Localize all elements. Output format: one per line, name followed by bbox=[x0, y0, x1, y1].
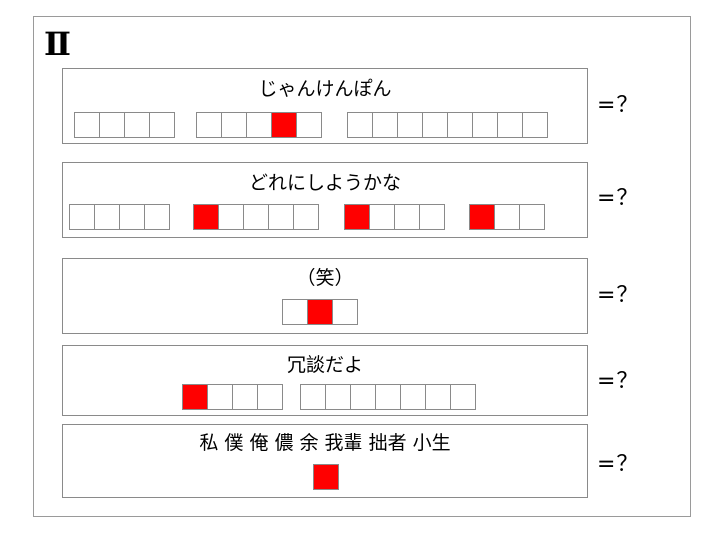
letter-box bbox=[472, 112, 498, 138]
puzzle-panel: （笑） bbox=[62, 258, 588, 334]
letter-box bbox=[332, 299, 358, 325]
letter-box bbox=[450, 384, 476, 410]
letter-box bbox=[300, 384, 326, 410]
answer-placeholder: =？ bbox=[597, 369, 640, 394]
letter-box bbox=[69, 204, 95, 230]
letter-box bbox=[232, 384, 258, 410]
letter-box bbox=[400, 384, 426, 410]
highlighted-box bbox=[193, 204, 219, 230]
box-row bbox=[63, 384, 587, 410]
box-group bbox=[313, 464, 339, 490]
letter-box bbox=[144, 204, 170, 230]
box-row bbox=[63, 464, 587, 490]
letter-box bbox=[447, 112, 473, 138]
letter-box bbox=[257, 384, 283, 410]
box-group bbox=[182, 384, 283, 410]
puzzle-phrase: 冗談だよ bbox=[286, 354, 363, 376]
puzzle-panel: どれにしようかな bbox=[62, 162, 588, 238]
letter-box bbox=[268, 204, 294, 230]
letter-box bbox=[375, 384, 401, 410]
letter-box bbox=[497, 112, 523, 138]
box-row bbox=[63, 299, 587, 325]
letter-box bbox=[325, 384, 351, 410]
letter-box bbox=[246, 112, 272, 138]
letter-box bbox=[394, 204, 420, 230]
box-group bbox=[469, 204, 545, 230]
letter-box bbox=[369, 204, 395, 230]
answer-placeholder: =？ bbox=[597, 93, 640, 118]
letter-box bbox=[124, 112, 150, 138]
answer-placeholder: =？ bbox=[597, 283, 640, 308]
letter-box bbox=[94, 204, 120, 230]
puzzle-panel: じゃんけんぽん bbox=[62, 68, 588, 144]
letter-box bbox=[196, 112, 222, 138]
letter-box bbox=[296, 112, 322, 138]
letter-box bbox=[207, 384, 233, 410]
box-group bbox=[69, 204, 170, 230]
box-row bbox=[63, 112, 587, 138]
box-group bbox=[347, 112, 548, 138]
highlighted-box bbox=[469, 204, 495, 230]
highlighted-box bbox=[313, 464, 339, 490]
letter-box bbox=[221, 112, 247, 138]
letter-box bbox=[243, 204, 269, 230]
box-group bbox=[74, 112, 175, 138]
highlighted-box bbox=[271, 112, 297, 138]
box-group bbox=[282, 299, 358, 325]
letter-box bbox=[494, 204, 520, 230]
puzzle-phrase: （笑） bbox=[296, 267, 354, 289]
box-group bbox=[300, 384, 476, 410]
letter-box bbox=[397, 112, 423, 138]
puzzle-phrase: じゃんけんぽん bbox=[258, 78, 392, 100]
puzzle-phrase: 私 僕 俺 儂 余 我輩 拙者 小生 bbox=[199, 432, 451, 454]
box-group bbox=[344, 204, 445, 230]
letter-box bbox=[519, 204, 545, 230]
section-numeral: Ⅱ bbox=[44, 25, 71, 63]
letter-box bbox=[293, 204, 319, 230]
puzzle-panel: 私 僕 俺 儂 余 我輩 拙者 小生 bbox=[62, 424, 588, 498]
letter-box bbox=[372, 112, 398, 138]
answer-placeholder: =？ bbox=[597, 452, 640, 477]
letter-box bbox=[149, 112, 175, 138]
letter-box bbox=[422, 112, 448, 138]
letter-box bbox=[282, 299, 308, 325]
puzzle-phrase: どれにしようかな bbox=[248, 172, 401, 194]
puzzle-panel: 冗談だよ bbox=[62, 345, 588, 416]
letter-box bbox=[522, 112, 548, 138]
box-group bbox=[196, 112, 322, 138]
box-row bbox=[63, 204, 587, 230]
letter-box bbox=[99, 112, 125, 138]
highlighted-box bbox=[182, 384, 208, 410]
answer-placeholder: =？ bbox=[597, 186, 640, 211]
highlighted-box bbox=[307, 299, 333, 325]
letter-box bbox=[347, 112, 373, 138]
letter-box bbox=[419, 204, 445, 230]
letter-box bbox=[425, 384, 451, 410]
letter-box bbox=[350, 384, 376, 410]
letter-box bbox=[218, 204, 244, 230]
box-group bbox=[193, 204, 319, 230]
letter-box bbox=[119, 204, 145, 230]
letter-box bbox=[74, 112, 100, 138]
highlighted-box bbox=[344, 204, 370, 230]
